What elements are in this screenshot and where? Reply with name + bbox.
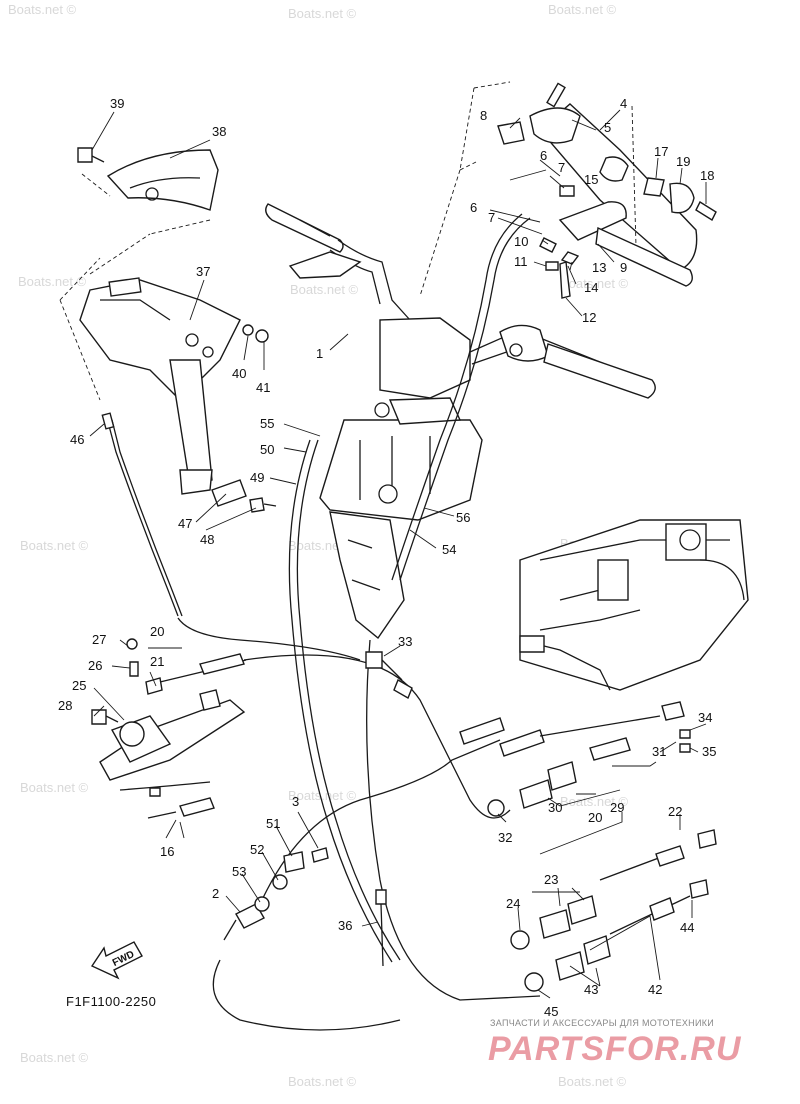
watermark: Boats.net © <box>548 2 617 17</box>
callout-46: 46 <box>70 432 84 447</box>
callout-28: 28 <box>58 698 72 713</box>
callout-37: 37 <box>196 264 210 279</box>
callout-44: 44 <box>680 920 694 935</box>
callout-42: 42 <box>648 982 662 997</box>
callout-36: 36 <box>338 918 352 933</box>
callout-38: 38 <box>212 124 226 139</box>
callout-4: 4 <box>620 96 627 111</box>
callout-3: 3 <box>292 794 299 809</box>
callout-6: 6 <box>470 200 477 215</box>
callout-50: 50 <box>260 442 274 457</box>
callout-21: 21 <box>150 654 164 669</box>
fwd-arrow: FWD <box>90 941 143 980</box>
watermark: Boats.net © <box>558 1074 627 1089</box>
callout-29: 29 <box>610 800 624 815</box>
callout-55: 55 <box>260 416 274 431</box>
callout-2: 2 <box>212 886 219 901</box>
callout-bars <box>148 647 596 893</box>
callout-41: 41 <box>256 380 270 395</box>
throttle-assembly <box>391 81 717 581</box>
callout-5: 5 <box>604 120 611 135</box>
watermark: Boats.net © <box>290 282 359 297</box>
callout-7: 7 <box>558 160 565 175</box>
callout-8: 8 <box>480 108 487 123</box>
watermark: Boats.net © <box>288 788 357 803</box>
callout-39: 39 <box>110 96 124 111</box>
cable-46 <box>101 412 361 661</box>
callout-22: 22 <box>668 804 682 819</box>
cables-right <box>212 639 717 1031</box>
leader-lines <box>89 109 707 999</box>
watermark: Boats.net © <box>8 2 77 17</box>
callout-45: 45 <box>544 1004 558 1019</box>
callout-25: 25 <box>72 678 86 693</box>
watermark: Boats.net © <box>20 538 89 553</box>
callout-40: 40 <box>232 366 246 381</box>
watermark: Boats.net © <box>20 780 89 795</box>
callout-18: 18 <box>700 168 714 183</box>
watermarks: Boats.net © Boats.net © Boats.net © Boat… <box>8 2 629 1089</box>
callout-7: 7 <box>488 210 495 225</box>
callout-15: 15 <box>584 172 598 187</box>
callout-20: 20 <box>588 810 602 825</box>
callout-35: 35 <box>702 744 716 759</box>
callout-32: 32 <box>498 830 512 845</box>
promo-tagline: ЗАПЧАСТИ И АКСЕССУАРЫ ДЛЯ МОТОТЕХНИКИ <box>490 1018 714 1028</box>
foot-bracket <box>59 257 277 513</box>
partsfor-logo: ЗАПЧАСТИ И АКСЕССУАРЫ ДЛЯ МОТОТЕХНИКИ PA… <box>488 1018 742 1068</box>
watermark: Boats.net © <box>288 1074 357 1089</box>
watermark: Boats.net © <box>20 1050 89 1065</box>
callout-19: 19 <box>676 154 690 169</box>
callout-52: 52 <box>250 842 264 857</box>
callout-17: 17 <box>654 144 668 159</box>
callout-31: 31 <box>652 744 666 759</box>
callout-12: 12 <box>582 310 596 325</box>
callout-54: 54 <box>442 542 456 557</box>
callout-11: 11 <box>514 254 528 269</box>
engine-block <box>519 519 749 691</box>
callout-23: 23 <box>544 872 558 887</box>
callout-26: 26 <box>88 658 102 673</box>
watermark: Boats.net © <box>18 274 87 289</box>
watermark: Boats.net © <box>288 6 357 21</box>
callout-16: 16 <box>160 844 174 859</box>
top-cover <box>77 147 219 275</box>
watermark: Boats.net © <box>560 276 629 291</box>
callout-43: 43 <box>584 982 598 997</box>
promo-logo-text: PARTSFOR.RU <box>488 1030 742 1068</box>
shift-mechanism <box>91 638 247 819</box>
callout-10: 10 <box>514 234 528 249</box>
callout-47: 47 <box>178 516 192 531</box>
callout-53: 53 <box>232 864 246 879</box>
callout-27: 27 <box>92 632 106 647</box>
small-parts-left <box>223 847 329 941</box>
callout-9: 9 <box>620 260 627 275</box>
callout-33: 33 <box>398 634 412 649</box>
callout-34: 34 <box>698 710 712 725</box>
callout-49: 49 <box>250 470 264 485</box>
callout-1: 1 <box>316 346 323 361</box>
callout-56: 56 <box>456 510 470 525</box>
callout-24: 24 <box>506 896 520 911</box>
callout-13: 13 <box>592 260 606 275</box>
callout-labels: 39 38 37 40 41 46 47 48 1 55 50 49 56 54… <box>58 96 716 1019</box>
callout-14: 14 <box>584 280 598 295</box>
callout-6: 6 <box>540 148 547 163</box>
watermark: Boats.net © <box>560 794 629 809</box>
handlebar-assembly <box>265 203 656 963</box>
callout-48: 48 <box>200 532 214 547</box>
callout-30: 30 <box>548 800 562 815</box>
callout-20: 20 <box>150 624 164 639</box>
diagram-code: F1F1100-2250 <box>66 994 156 1009</box>
callout-51: 51 <box>266 816 280 831</box>
